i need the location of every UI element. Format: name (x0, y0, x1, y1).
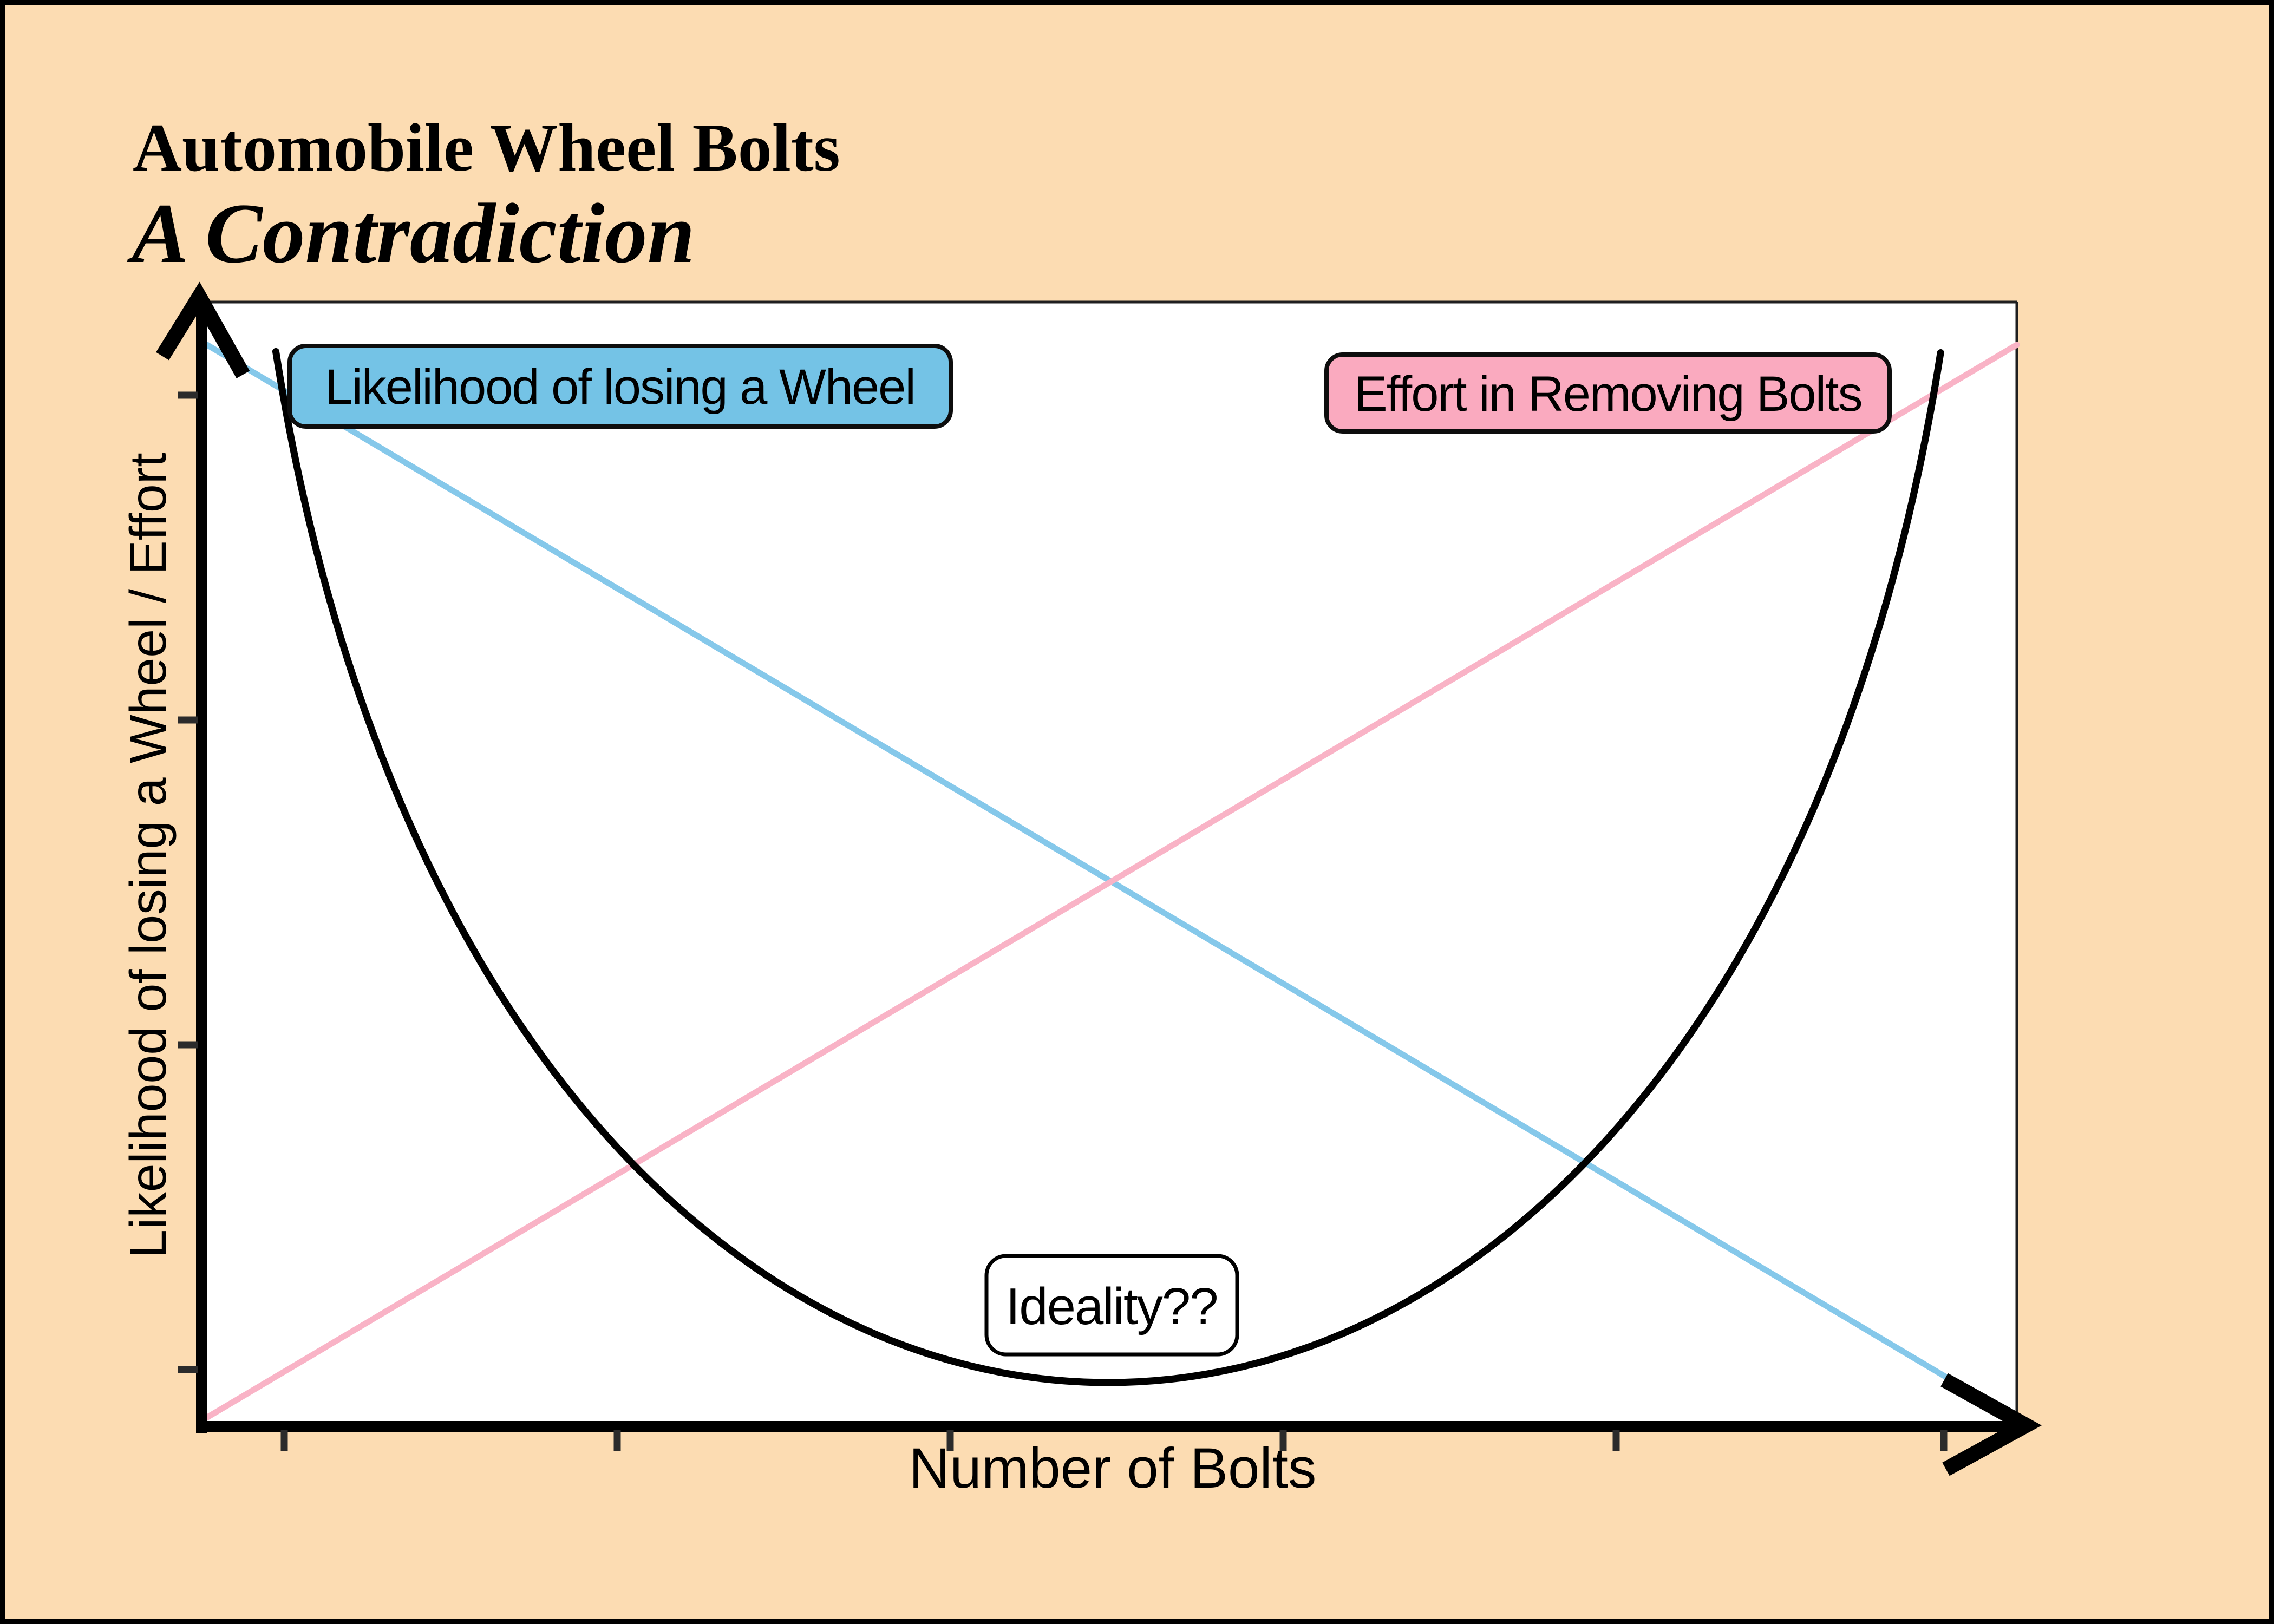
ideality-badge-label: Ideality?? (1006, 1278, 1218, 1335)
likelihood-line (202, 340, 1953, 1383)
y-axis (156, 281, 250, 1433)
ideality-curve (272, 348, 1944, 1386)
y-axis-arrowhead-icon (156, 281, 250, 378)
y-axis-label: Likelihood of losing a Wheel / Effort (120, 453, 177, 1258)
page-title: Automobile Wheel Bolts (133, 110, 840, 186)
ideality-badge-box (984, 1254, 1239, 1357)
x-axis-arrowhead-icon (1940, 1373, 2042, 1476)
effort-badge: Effort in Removing Bolts (1324, 352, 1892, 434)
effort-badge-label: Effort in Removing Bolts (1354, 366, 1861, 422)
x-axis-ticks (280, 1430, 1948, 1451)
ideality-badge: Ideality?? (984, 1254, 1239, 1357)
page-subtitle: A Contradiction (127, 186, 695, 281)
x-axis (196, 1373, 2042, 1476)
y-axis-ticks (178, 391, 198, 1373)
likelihood-badge-label: Likelihood of losing a Wheel (325, 359, 915, 415)
likelihood-badge: Likelihood of losing a Wheel (287, 344, 953, 429)
effort-badge-box (1324, 352, 1892, 434)
likelihood-badge-box (287, 344, 953, 429)
x-axis-label: Number of Bolts (909, 1437, 1317, 1500)
effort-line (200, 342, 2020, 1423)
